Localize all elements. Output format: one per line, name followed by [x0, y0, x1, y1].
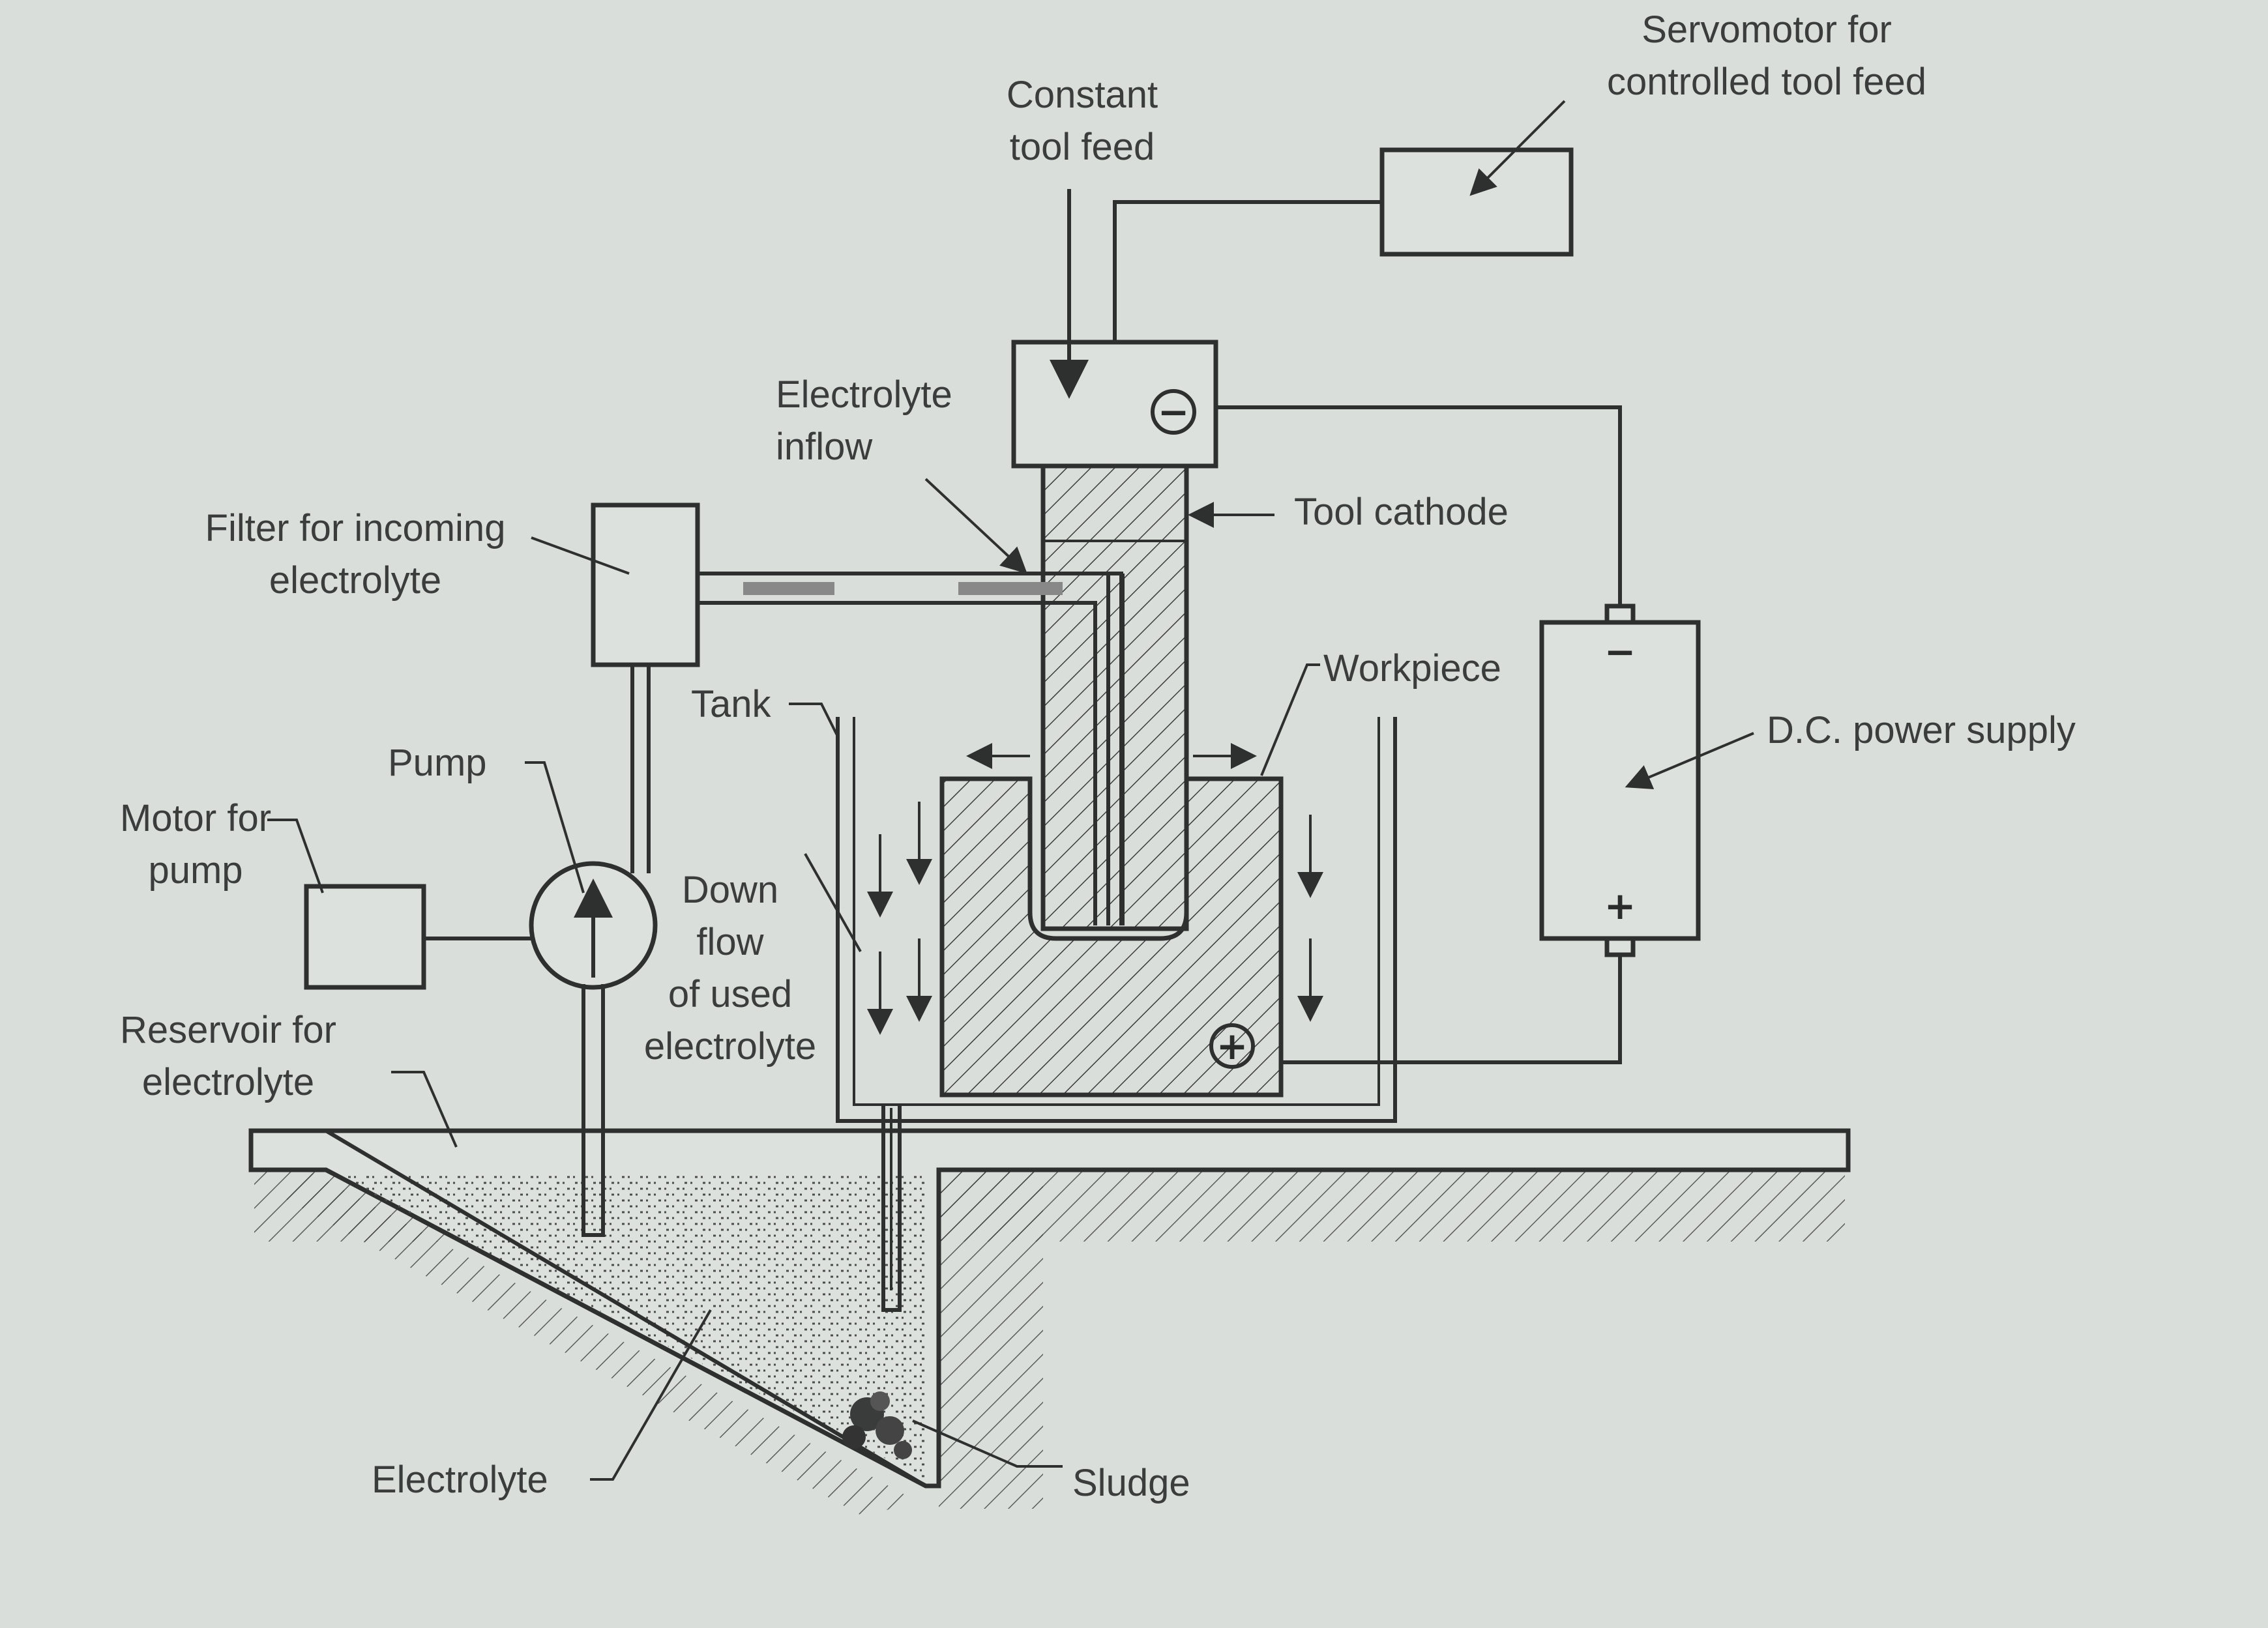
label-down-flow-4: electrolyte: [644, 1025, 816, 1068]
label-down-flow-1: Down: [682, 869, 778, 911]
label-electrolyte: Electrolyte: [372, 1459, 548, 1501]
pump-suction-pipe: [582, 984, 605, 1237]
label-dc-power: D.C. power supply: [1767, 709, 2076, 751]
inflow-fill-1: [743, 582, 834, 595]
dc-power-box: [1539, 620, 1701, 941]
label-motor-2: pump: [148, 849, 243, 892]
servomotor-box: [1379, 147, 1574, 257]
label-down-flow-3: of used: [668, 973, 792, 1015]
cathode-terminal: [1151, 389, 1196, 435]
reservoir-wall: [325, 1129, 941, 1488]
label-filter-2: electrolyte: [269, 559, 441, 602]
inflow-pipe-lower: [698, 601, 1097, 925]
tool-feed-box: [1011, 340, 1218, 469]
anode-wire: [1281, 955, 1622, 1064]
label-filter-1: Filter for incoming: [205, 507, 506, 549]
label-electrolyte-inflow-2: inflow: [776, 426, 873, 468]
label-motor-1: Motor for: [120, 797, 271, 839]
cathode-symbol: −: [1158, 390, 1190, 434]
motor-box: [304, 884, 426, 990]
label-constant-feed-2: tool feed: [1010, 126, 1155, 168]
servo-link: [1113, 200, 1382, 342]
dc-minus-symbol: −: [1604, 630, 1636, 674]
inflow-pipe: [698, 572, 1123, 925]
tank: [836, 717, 1397, 1123]
filter-to-pump-pipe: [630, 665, 651, 873]
leader-lines: [267, 100, 1754, 1481]
label-reservoir-1: Reservoir for: [120, 1009, 336, 1051]
cathode-wire: [1216, 405, 1622, 606]
label-reservoir-2: electrolyte: [142, 1061, 314, 1103]
dc-pos-terminal: [1604, 936, 1636, 957]
label-servomotor-1: Servomotor for: [1642, 8, 1892, 51]
drain-pipe: [881, 1105, 902, 1312]
inflow-fill-2: [958, 582, 1063, 595]
label-constant-feed-1: Constant: [1007, 74, 1158, 116]
label-servomotor-2: controlled tool feed: [1607, 61, 1926, 103]
dc-plus-symbol: +: [1604, 884, 1636, 928]
anode-terminal: [1209, 1023, 1255, 1069]
flow-arrows: [867, 743, 1323, 1035]
anode-symbol: +: [1216, 1024, 1248, 1068]
reservoir-electrolyte: [332, 1173, 926, 1479]
label-tank: Tank: [691, 683, 772, 725]
label-workpiece: Workpiece: [1323, 647, 1501, 690]
filter-box: [591, 502, 700, 667]
dc-neg-terminal: [1604, 603, 1636, 625]
label-electrolyte-inflow-1: Electrolyte: [776, 373, 952, 416]
labels: Servomotor for controlled tool feed Cons…: [120, 8, 2076, 1504]
label-pump: Pump: [388, 742, 487, 784]
tank-inner-wall: [853, 717, 1380, 1106]
reservoir-hatch: [274, 1173, 913, 1519]
label-tool-cathode: Tool cathode: [1294, 491, 1509, 533]
label-sludge: Sludge: [1072, 1462, 1190, 1504]
sludge: [842, 1391, 912, 1459]
label-down-flow-2: flow: [696, 921, 764, 963]
tool-cathode: [1040, 463, 1189, 931]
